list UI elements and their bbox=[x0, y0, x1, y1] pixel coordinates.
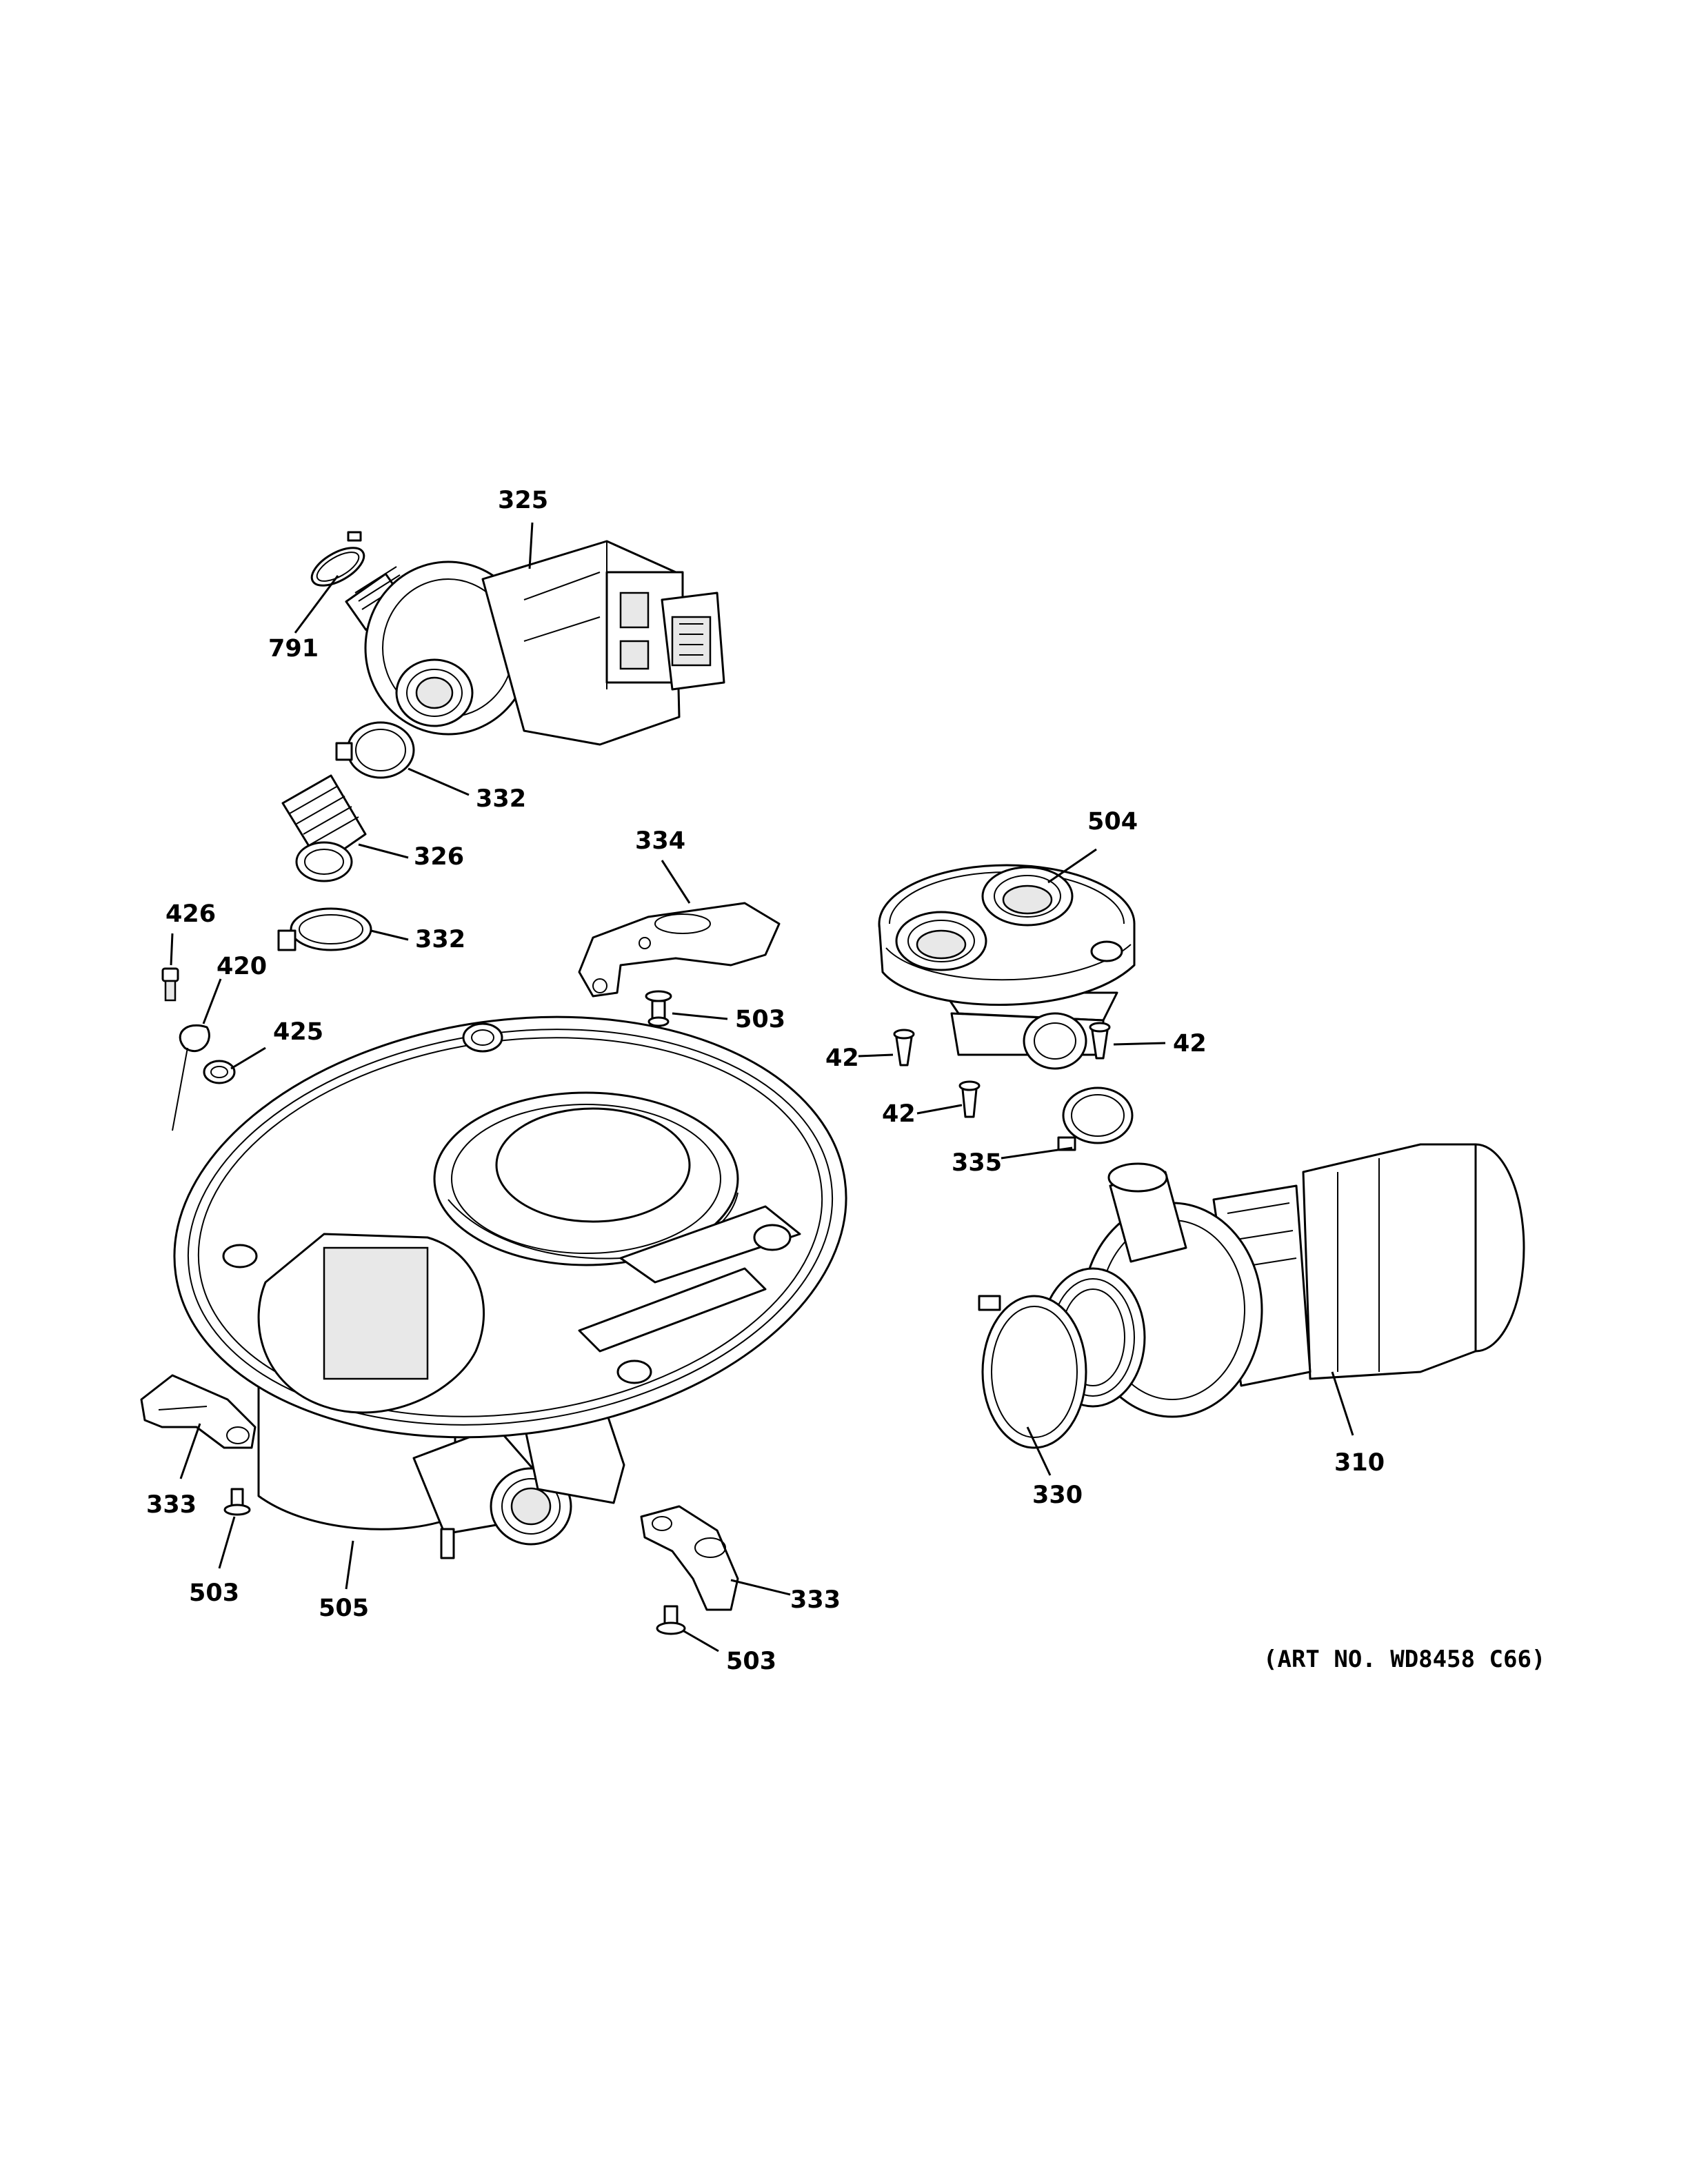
callout-503: 503 bbox=[189, 1579, 239, 1607]
callout-503: 503 bbox=[726, 1648, 776, 1675]
screw-42-right bbox=[1089, 1022, 1111, 1060]
screw-42-lower bbox=[958, 1080, 981, 1118]
callout-326: 326 bbox=[414, 843, 464, 871]
clamp-330 bbox=[978, 1295, 1087, 1449]
callout-335: 335 bbox=[952, 1149, 1002, 1177]
bracket-333-lower bbox=[640, 1505, 739, 1611]
grommet-425 bbox=[203, 1060, 236, 1084]
circulation-pump-310 bbox=[1040, 1143, 1525, 1418]
callout-426: 426 bbox=[165, 900, 216, 928]
callout-333: 333 bbox=[146, 1491, 197, 1519]
bracket-333-left bbox=[140, 1374, 257, 1449]
callout-325: 325 bbox=[498, 487, 548, 514]
art-number: (ART NO. WD8458 C66) bbox=[1263, 1646, 1545, 1673]
callout-42: 42 bbox=[825, 1044, 859, 1072]
clamp-332-lower bbox=[277, 907, 372, 951]
screw-42-left bbox=[893, 1029, 915, 1066]
bracket-334 bbox=[578, 902, 781, 998]
callout-420: 420 bbox=[217, 953, 267, 980]
clamp-791 bbox=[310, 531, 365, 587]
callout-791: 791 bbox=[268, 635, 319, 663]
screw-503-lower bbox=[656, 1605, 686, 1635]
hose-326 bbox=[281, 774, 367, 882]
callout-310: 310 bbox=[1334, 1449, 1385, 1477]
drain-pump-325 bbox=[345, 540, 725, 746]
sump-505 bbox=[173, 1015, 847, 1559]
callout-labels: 325 791 332 326 332 426 420 425 334 503 … bbox=[146, 487, 1545, 1675]
callout-330: 330 bbox=[1032, 1482, 1083, 1509]
callout-42: 42 bbox=[1173, 1030, 1207, 1058]
hook-420 bbox=[172, 1024, 210, 1131]
callout-503: 503 bbox=[735, 1006, 785, 1033]
screw-503-left bbox=[223, 1488, 251, 1516]
callout-504: 504 bbox=[1087, 808, 1138, 836]
screw-426 bbox=[161, 967, 179, 1002]
clamp-332-upper bbox=[335, 721, 415, 779]
screw-503-upper bbox=[645, 990, 672, 1027]
callout-42: 42 bbox=[882, 1100, 916, 1128]
leader-lines bbox=[170, 522, 1354, 1652]
callout-333: 333 bbox=[790, 1586, 841, 1614]
clamp-335 bbox=[1057, 1086, 1134, 1151]
callout-332: 332 bbox=[415, 926, 465, 953]
manifold-504 bbox=[878, 864, 1136, 1070]
callout-505: 505 bbox=[319, 1595, 369, 1622]
callout-332: 332 bbox=[476, 785, 526, 813]
callout-334: 334 bbox=[635, 827, 685, 855]
callout-425: 425 bbox=[273, 1018, 323, 1046]
